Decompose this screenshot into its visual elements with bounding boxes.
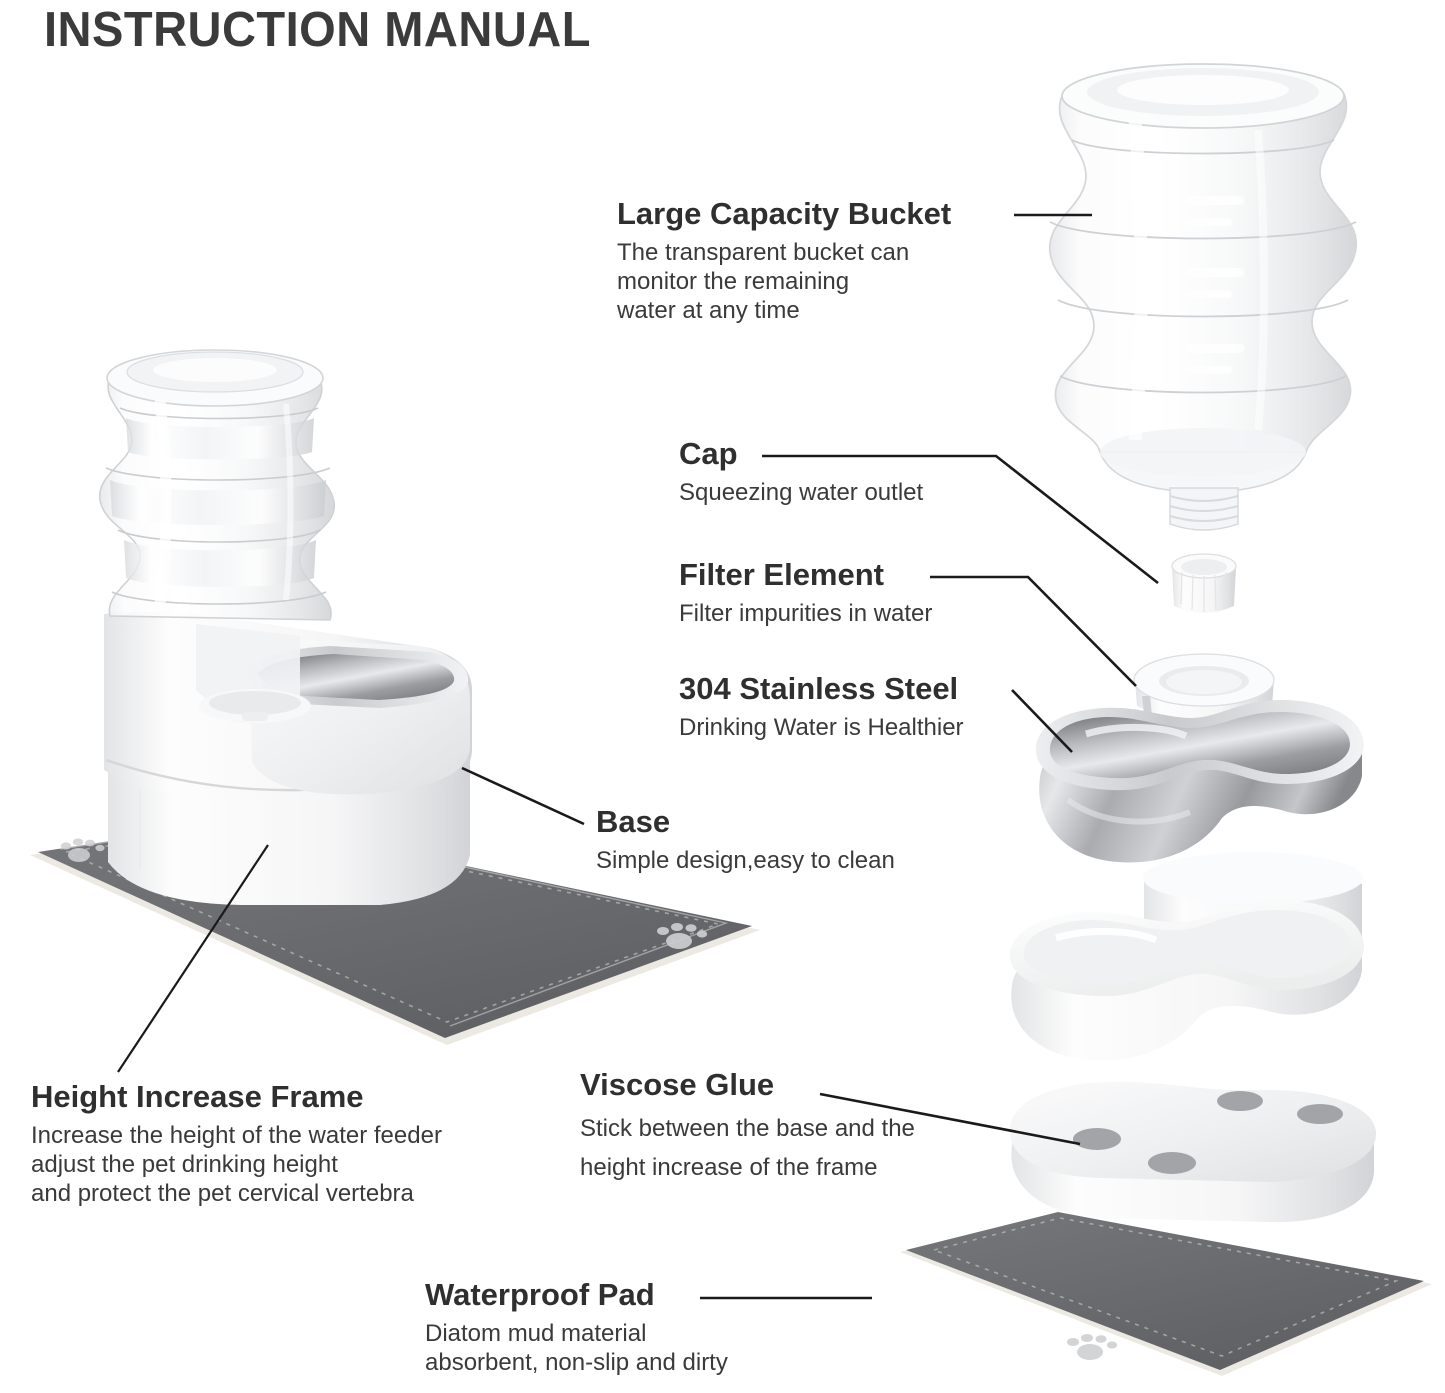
steel-bowl-illustration bbox=[1035, 700, 1364, 863]
glue-pad bbox=[1073, 1128, 1121, 1150]
cap-illustration bbox=[1171, 553, 1237, 613]
white-base-illustration bbox=[1009, 852, 1364, 1061]
viscose-glue-pads bbox=[1073, 1091, 1343, 1174]
glue-pad bbox=[1297, 1104, 1343, 1124]
callout-description: Simple design,easy to clean bbox=[596, 846, 895, 874]
callout-height-increase-frame: Height Increase Frame Increase the heigh… bbox=[31, 1079, 442, 1209]
leader-filter-element bbox=[930, 575, 1137, 687]
glue-pad bbox=[1217, 1091, 1263, 1111]
callout-large-capacity-bucket: Large Capacity Bucket The transparent bu… bbox=[617, 196, 952, 326]
paw-print-icon bbox=[60, 838, 105, 862]
leader-height-increase-frame bbox=[117, 844, 269, 1073]
callout-heading: Waterproof Pad bbox=[425, 1277, 655, 1312]
callout-description: Diatom mud material absorbent, non-slip … bbox=[425, 1319, 728, 1376]
glue-pad bbox=[1148, 1152, 1196, 1174]
callout-description: Drinking Water is Healthier bbox=[679, 713, 964, 741]
callout-base: Base Simple design,easy to clean bbox=[596, 804, 895, 875]
callout-heading: Viscose Glue bbox=[580, 1067, 775, 1102]
callout-description: Squeezing water outlet bbox=[679, 478, 924, 506]
assembled-steel-bowl bbox=[246, 646, 469, 708]
leader-cap bbox=[762, 454, 1159, 585]
page-title: INSTRUCTION MANUAL bbox=[44, 3, 591, 57]
callout-waterproof-pad: Waterproof Pad Diatom mud material absor… bbox=[425, 1277, 728, 1377]
riser-frame-illustration bbox=[1009, 1081, 1377, 1223]
right-waterproof-mat bbox=[900, 1212, 1432, 1376]
callout-heading: Filter Element bbox=[679, 557, 884, 592]
assembled-unit-illustration bbox=[30, 349, 760, 1045]
callout-heading: Cap bbox=[679, 436, 738, 471]
callout-heading: Base bbox=[596, 804, 671, 839]
callout-viscose-glue: Viscose Glue Stick between the base and … bbox=[580, 1067, 915, 1188]
callout-description: The transparent bucket can monitor the r… bbox=[617, 238, 910, 325]
bucket-illustration bbox=[1049, 63, 1357, 531]
callout-heading: Large Capacity Bucket bbox=[617, 196, 952, 231]
callout-heading: Height Increase Frame bbox=[31, 1079, 364, 1114]
assembled-bottle-outlet bbox=[196, 624, 311, 723]
paw-print-icon bbox=[657, 923, 708, 949]
callout-filter-element: Filter Element Filter impurities in wate… bbox=[679, 557, 933, 628]
paw-print-icon bbox=[1067, 1334, 1118, 1360]
callout-heading: 304 Stainless Steel bbox=[679, 671, 959, 706]
assembled-water-bucket bbox=[99, 349, 335, 621]
leader-viscose-glue bbox=[819, 1092, 1081, 1146]
bucket-neck-thread bbox=[1169, 487, 1239, 531]
callout-stainless-steel: 304 Stainless Steel Drinking Water is He… bbox=[679, 671, 964, 742]
callout-description: Stick between the base and the height in… bbox=[580, 1114, 915, 1182]
leader-stainless-steel bbox=[1011, 689, 1073, 753]
callout-cap: Cap Squeezing water outlet bbox=[679, 436, 924, 507]
callout-description: Increase the height of the water feeder … bbox=[31, 1121, 442, 1208]
leader-base bbox=[461, 766, 585, 826]
callout-description: Filter impurities in water bbox=[679, 599, 933, 627]
